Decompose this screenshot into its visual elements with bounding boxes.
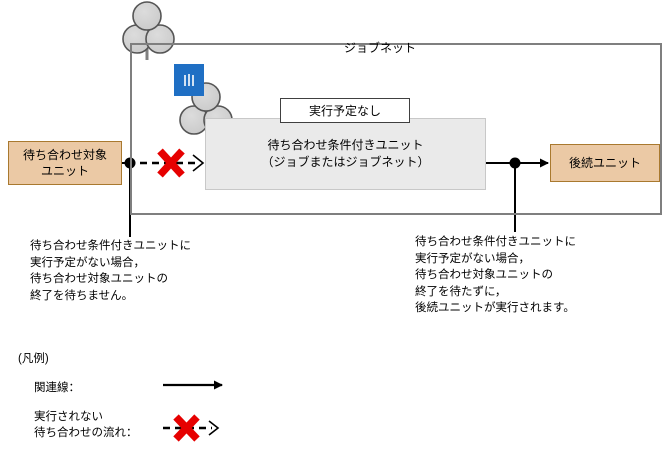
no-schedule-tile-icon [174, 64, 204, 96]
left-annotation: 待ち合わせ条件付きユニットに 実行予定がない場合， 待ち合わせ対象ユニットの 終… [30, 240, 191, 302]
legend-item-relation-line-label: 関連線： [34, 382, 80, 394]
blocked-x-marker [157, 148, 185, 178]
jobnet-title: ジョブネット [343, 41, 416, 55]
status-badge: 実行予定なし [280, 98, 410, 123]
wait-target-unit-label-line1: 待ち合わせ対象 [22, 148, 107, 162]
right-annotation: 待ち合わせ条件付きユニットに 実行予定がない場合， 待ち合わせ対象ユニットの 終… [415, 236, 576, 314]
legend-item-blocked-flow-label: 実行されない 待ち合わせの流れ： [34, 411, 138, 439]
successor-unit-label: 後続ユニット [568, 156, 641, 170]
conditional-unit-label-line2: （ジョブまたはジョブネット） [261, 155, 430, 169]
legend-title: (凡例) [18, 353, 49, 365]
wait-target-unit-label: 待ち合わせ対象 ユニット [23, 147, 107, 179]
blocked-flow-arrow [140, 148, 205, 178]
conditional-unit-label-line1: 待ち合わせ条件付きユニット [267, 138, 424, 152]
wait-target-unit[interactable]: 待ち合わせ対象 ユニット [8, 141, 122, 185]
legend-sample-dashed-arrow-with-x [163, 414, 220, 442]
successor-connector [486, 157, 549, 232]
wait-target-unit-label-line2: ユニット [40, 164, 89, 178]
successor-unit[interactable]: 後続ユニット [550, 144, 660, 182]
conditional-unit-label: 待ち合わせ条件付きユニット （ジョブまたはジョブネット） [261, 137, 429, 171]
conditional-unit[interactable]: 待ち合わせ条件付きユニット （ジョブまたはジョブネット） [205, 118, 486, 190]
jobnet-container [130, 43, 662, 215]
